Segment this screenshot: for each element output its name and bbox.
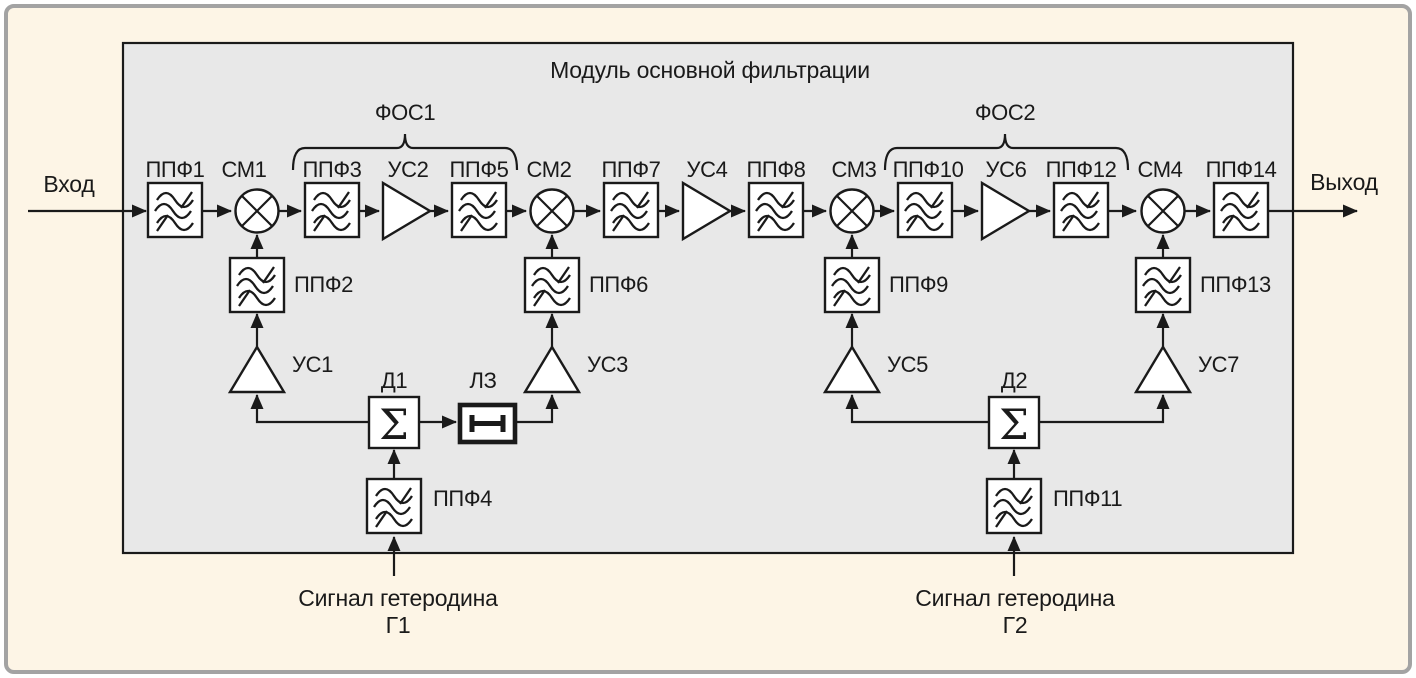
lo1-caption: Сигнал гетеродина [298,585,498,611]
block-us1: УС1 [227,344,333,394]
connector-line [1039,394,1170,424]
block-label: УС1 [292,352,333,377]
block-ppf3: ППФ3 [303,157,362,239]
block-ppf11: ППФ11 [985,477,1123,535]
filter-box [985,477,1043,535]
block-label: УС3 [587,352,628,377]
amplifier-icon [681,180,733,242]
block-ppf13: ППФ13 [1134,256,1271,314]
module-title: Модуль основной фильтрации [550,57,870,83]
mixer-cross-icon [836,195,868,227]
block-label: ППФ5 [450,157,509,182]
block-label: ППФ6 [589,272,648,297]
block-label: СМ3 [831,157,876,182]
connector-line [515,394,559,424]
block-sm1: СМ1 [221,157,280,234]
block-us2: УС2 [381,157,433,242]
block-ppf14: ППФ14 [1206,157,1277,239]
block-label: ППФ3 [303,157,362,182]
summer-box [987,395,1041,450]
mixer-cross-icon [536,195,568,227]
block-ppf2: ППФ2 [228,256,354,314]
block-d2: Σ Д2 [987,368,1041,450]
block-label: УС7 [1198,352,1239,377]
lo2-name: Г2 [1003,612,1028,638]
lo2-caption: Сигнал гетеродина [915,585,1115,611]
block-label: УС2 [388,157,429,182]
fos1-brace [291,133,519,171]
input-label: Вход [43,171,95,197]
fos2-label: ФОС2 [975,100,1036,125]
amplifier-icon [522,344,582,394]
block-label: ППФ13 [1200,272,1271,297]
block-label: ППФ4 [433,486,492,511]
block-us4: УС4 [681,157,733,242]
amplifier-icon [1133,344,1193,394]
block-label: ППФ2 [294,272,353,297]
module-box [121,41,1295,555]
block-us6: УС6 [980,157,1032,242]
block-us7: УС7 [1133,344,1239,394]
block-label: УС4 [687,157,728,182]
block-label: ППФ8 [747,157,806,182]
block-label: УС6 [986,157,1027,182]
block-ppf9: ППФ9 [823,256,949,314]
block-label: Д1 [381,368,407,393]
block-label: УС5 [887,352,928,377]
block-label: СМ2 [526,157,571,182]
block-ppf6: ППФ6 [523,256,649,314]
block-sm4: СМ4 [1137,157,1186,234]
block-label: ППФ7 [602,157,661,182]
amplifier-icon [227,344,287,394]
delay-line-icon [469,415,506,432]
mixer-cross-icon [241,195,273,227]
block-label: ППФ11 [1053,486,1122,511]
block-ppf12: ППФ12 [1046,157,1117,239]
block-ppf4: ППФ4 [365,477,493,535]
connector-line [250,394,369,424]
block-label: ППФ12 [1046,157,1117,182]
block-ppf10: ППФ10 [893,157,964,239]
block-ppf5: ППФ5 [450,157,509,239]
connector-line [845,394,989,424]
mixer-cross-icon [1147,195,1179,227]
amplifier-icon [980,180,1032,242]
lo1-name: Г1 [386,612,411,638]
block-label: Д2 [1001,368,1027,393]
signal-wires [28,204,1358,576]
amplifier-icon [381,180,433,242]
sigma-icon: Σ [999,400,1029,449]
output-label: Выход [1310,169,1379,195]
block-ppf1: ППФ1 [146,157,205,239]
block-us3: УС3 [522,344,628,394]
summer-box [367,395,421,450]
block-label: ППФ1 [146,157,205,182]
block-label: ЛЗ [470,368,497,393]
block-d1: Σ Д1 [367,368,421,450]
block-label: ППФ14 [1206,157,1277,182]
block-us5: УС5 [822,344,928,394]
amplifier-icon [822,344,882,394]
fos2-brace [883,133,1130,171]
block-lz: ЛЗ [457,368,518,445]
sigma-icon: Σ [379,400,409,449]
block-ppf8: ППФ8 [747,157,806,239]
block-sm2: СМ2 [526,157,575,234]
fos1-label: ФОС1 [375,100,436,125]
block-sm3: СМ3 [829,157,877,234]
block-label: СМ4 [1137,157,1182,182]
block-label: ППФ10 [893,157,964,182]
block-label: ППФ9 [889,272,948,297]
block-label: СМ1 [221,157,266,182]
block-ppf7: ППФ7 [602,157,661,239]
